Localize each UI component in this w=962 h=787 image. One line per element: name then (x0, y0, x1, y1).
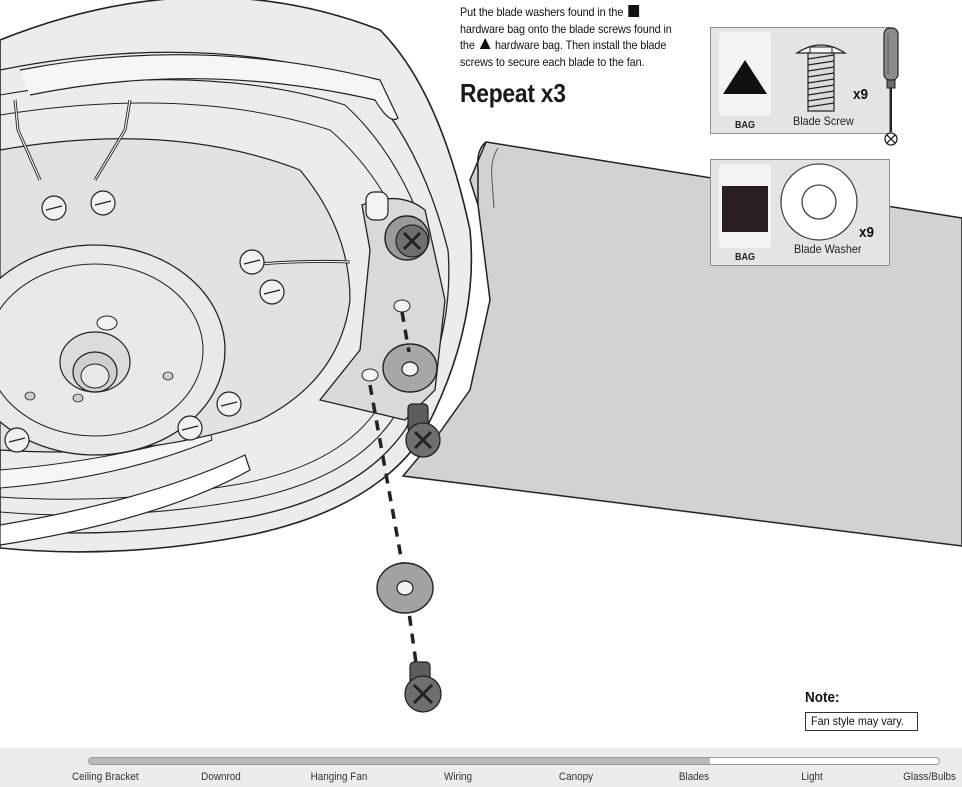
triangle-bag-icon (479, 38, 491, 49)
step-ceiling-bracket: Ceiling Bracket (72, 771, 139, 783)
housing-screws (4, 190, 285, 453)
phillips-head-icon (884, 132, 898, 146)
guide-lines (368, 311, 419, 671)
bag-label: BAG (735, 120, 756, 131)
step-blades: Blades (678, 771, 710, 783)
triangle-bag-icon (723, 60, 767, 94)
loose-washer (376, 562, 434, 614)
blade-washer-label: Blade Washer (794, 242, 862, 256)
step-canopy: Canopy (558, 771, 594, 783)
step-light: Light (801, 771, 823, 783)
hardware-box-blade-washer: BAG x9 Blade Washer (710, 159, 890, 266)
step-wiring: Wiring (443, 771, 473, 783)
blade-washer-icon (780, 163, 858, 241)
washer-at-hole (382, 343, 438, 393)
hardware-bag (719, 32, 771, 116)
repeat-label: Repeat x3 (460, 78, 566, 108)
note-title: Note: (805, 689, 840, 706)
instruction-text: Put the blade washers found in the hardw… (460, 4, 685, 70)
blade-screw-quantity: x9 (853, 86, 869, 103)
step-downrod: Downrod (201, 771, 241, 783)
step-glass-bulbs: Glass/Bulbs (903, 771, 956, 783)
screw-middle (405, 403, 441, 458)
blade-screw-icon (794, 44, 848, 112)
screwdriver-icon (883, 27, 899, 146)
progress-band (0, 748, 962, 787)
progress-steps: Ceiling Bracket Downrod Hanging Fan Wiri… (0, 771, 962, 787)
note-box: Fan style may vary. (805, 712, 918, 731)
progress-fill (89, 758, 710, 764)
blade-washer-quantity: x9 (859, 224, 875, 241)
instruction-part-2: hardware bag onto the blade screws found… (460, 21, 672, 53)
instruction-part-3: hardware bag. Then install the blade scr… (460, 38, 667, 69)
note-text: Fan style may vary. (811, 714, 904, 728)
bag-label: BAG (735, 252, 756, 263)
step-hanging-fan: Hanging Fan (310, 771, 368, 783)
motor-plate (0, 99, 351, 456)
hardware-bag (719, 164, 771, 248)
instruction-part-1: Put the blade washers found in the (460, 5, 624, 19)
progress-track (88, 757, 940, 765)
installed-screw (384, 215, 430, 261)
loose-screw (404, 661, 442, 713)
square-bag-icon (627, 5, 639, 17)
hardware-box-blade-screw: BAG x9 Blade Screw (710, 27, 890, 134)
square-bag-icon (722, 186, 768, 232)
blade-screw-label: Blade Screw (793, 114, 854, 128)
